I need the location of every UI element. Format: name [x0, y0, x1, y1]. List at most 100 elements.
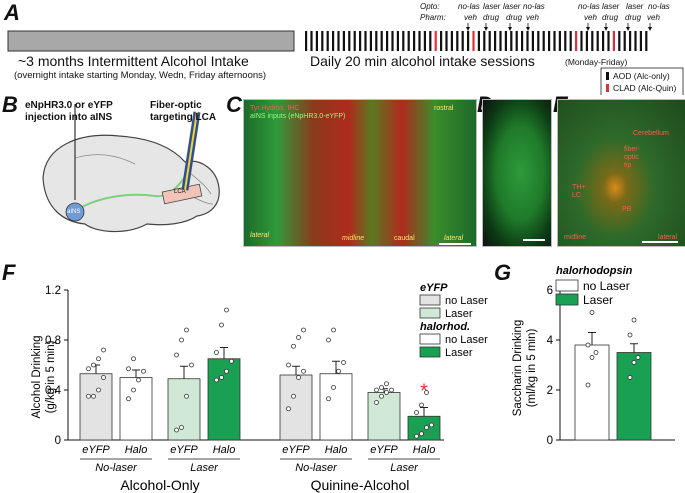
- panel-label-g: G: [494, 260, 512, 285]
- pharm-label: Pharm:: [420, 13, 446, 22]
- pharm-group2-1: veh: [584, 13, 597, 22]
- arrow-head: [586, 27, 590, 31]
- intermittent-phase-bar: [7, 30, 295, 52]
- g-legend-swatch-laser: [555, 293, 579, 306]
- opto-group1-4: no-las: [523, 2, 545, 11]
- y-axis-label-line1: Alcohol Drinking: [31, 335, 43, 418]
- data-point: [424, 390, 429, 395]
- data-point: [384, 390, 389, 395]
- g-legend-label-nolaser: no Laser: [583, 279, 630, 293]
- data-point: [301, 327, 306, 333]
- g-data-point: [585, 382, 591, 388]
- session-tick: [504, 31, 507, 51]
- session-tick: [402, 31, 405, 51]
- session-tick: [364, 31, 367, 51]
- daily-sessions-title: Daily 20 min alcohol intake sessions: [310, 53, 535, 69]
- pharm-group2-4: veh: [647, 13, 660, 22]
- legend-label-eyfp-nolaser: no Laser: [445, 295, 488, 307]
- data-point: [126, 396, 131, 402]
- micrograph-c-scalebar: [439, 243, 471, 245]
- fiber-label: Fiber-optic targeting LCA: [150, 100, 217, 123]
- session-tick: [359, 31, 362, 51]
- arrow-head: [626, 27, 630, 31]
- micrograph-c-lateral-right: lateral: [444, 235, 464, 242]
- arrow-head: [484, 27, 488, 31]
- session-tick: [380, 31, 383, 51]
- data-point: [174, 352, 179, 358]
- g-y-tick-label: 6: [547, 285, 553, 297]
- intermittent-title: ~3 months Intermittent Alcohol Intake: [18, 53, 249, 69]
- g-legend-swatch-nolaser: [555, 279, 579, 292]
- opto-group2-3: laser: [626, 2, 644, 11]
- session-tick: [558, 31, 561, 51]
- data-point: [96, 356, 101, 362]
- session-tick: [423, 31, 426, 51]
- data-point: [179, 425, 184, 430]
- data-point: [326, 337, 331, 343]
- lca-label: LCA: [174, 189, 186, 195]
- session-tick: [548, 31, 551, 51]
- g-data-point: [631, 317, 637, 323]
- opto-group2-2: laser: [602, 2, 620, 11]
- session-tick: [618, 31, 621, 51]
- legend-title-halo: halorhod.: [420, 321, 470, 333]
- legend-label-halo-nolaser: no Laser: [445, 334, 488, 346]
- session-tick: [585, 31, 588, 51]
- legend-swatch-halo-nolaser: [419, 333, 441, 345]
- lca-region: [161, 183, 203, 205]
- session-tick: [526, 31, 529, 51]
- session-ticks: [305, 31, 648, 51]
- session-tick: [326, 31, 329, 51]
- micrograph-e-scalebar: [642, 241, 678, 243]
- micrograph-c-rostral: rostral: [434, 105, 454, 112]
- bar: [279, 374, 313, 441]
- bar: [407, 415, 441, 441]
- data-point: [331, 385, 336, 390]
- session-tick: [472, 31, 475, 51]
- bar: [367, 392, 401, 441]
- session-tick: [321, 31, 324, 51]
- panel-label-f: F: [2, 260, 16, 285]
- g-data-point: [593, 350, 599, 355]
- data-point: [214, 350, 219, 355]
- session-tick: [596, 31, 599, 51]
- y-tick-label: 0.8: [45, 335, 61, 347]
- intermittent-subtitle: (overnight intake starting Monday, Wedn,…: [14, 70, 267, 81]
- session-tick: [369, 31, 372, 51]
- data-point: [331, 327, 336, 333]
- micrograph-c-midline: midline: [342, 235, 365, 242]
- legend-label-clad: CLAD (Alc-Quin): [613, 83, 677, 93]
- data-point: [141, 368, 146, 374]
- subgroup-label: Laser: [390, 462, 419, 474]
- panel-label-a: A: [4, 0, 20, 25]
- session-tick: [602, 31, 605, 51]
- y-tick-label: 0.4: [45, 385, 62, 397]
- pharm-group1-3: drug: [506, 13, 523, 22]
- data-point: [174, 427, 179, 433]
- g-data-point: [589, 310, 595, 315]
- arrow-head: [508, 27, 512, 31]
- session-tick: [629, 31, 632, 51]
- opto-group2-1: no-las: [578, 2, 600, 11]
- data-point: [414, 410, 419, 415]
- g-data-point: [627, 332, 633, 338]
- legend-title-eyfp: eYFP: [420, 282, 448, 294]
- data-point: [126, 366, 131, 372]
- session-tick: [569, 31, 572, 51]
- data-point: [326, 396, 331, 402]
- fiber-optic-core: [184, 111, 198, 191]
- legend-swatch-eyfp-laser: [419, 307, 441, 319]
- g-y-axis-label-line2: (ml/kg in 5 min): [526, 329, 538, 408]
- data-point: [101, 375, 106, 380]
- session-tick: [305, 31, 308, 51]
- opto-group2-4: no-las: [648, 2, 670, 11]
- timeline-diagram: [7, 23, 684, 95]
- bars-f: *: [79, 307, 441, 441]
- panel-label-c: C: [226, 92, 242, 117]
- data-point: [336, 368, 341, 374]
- data-point: [384, 381, 389, 387]
- subgroup-label: No-laser: [95, 462, 138, 474]
- data-point: [219, 375, 224, 380]
- legend-label-aod: AOD (Alc-only): [613, 71, 670, 81]
